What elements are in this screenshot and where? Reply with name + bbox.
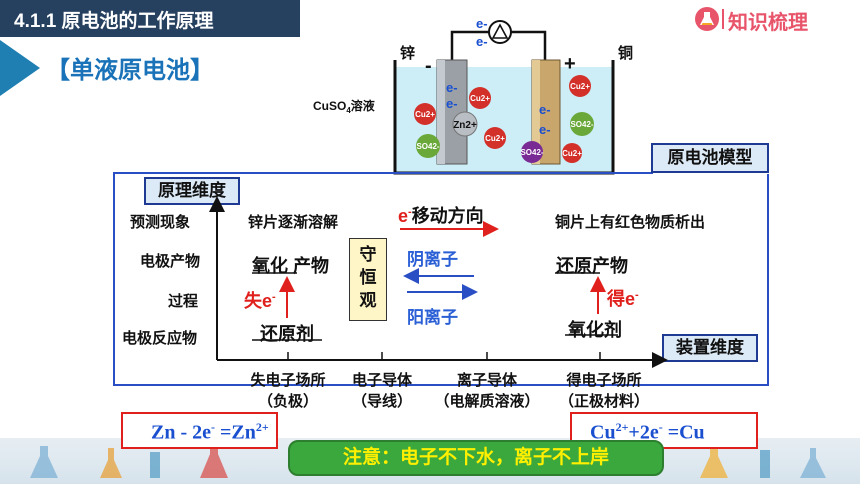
cation-label: 阳离子: [407, 308, 458, 327]
brand-label: 知识梳理: [728, 12, 808, 34]
svg-text:Cu2+: Cu2+: [415, 110, 435, 119]
cell-illustration: Cu2+ Cu2+ Cu2+ Cu2+ Cu2+ SO42- SO42- SO4…: [313, 16, 633, 175]
header-title: 4.1.1 原电池的工作原理: [14, 11, 214, 32]
plus-sign: +: [564, 53, 576, 75]
x-label-anode: 失电子场所 （负极）: [250, 372, 326, 410]
zinc-phenomenon: 锌片逐渐溶解: [248, 214, 339, 231]
lab-decoration-icon: [30, 444, 826, 478]
svg-text:e-: e-: [539, 122, 551, 137]
svg-text:SO42-: SO42-: [416, 142, 439, 151]
x-label-electrolyte: 离子导体 （电解质溶液）: [434, 372, 540, 410]
anode-equation: Zn - 2e- =Zn2+: [121, 412, 278, 449]
svg-text:e-: e-: [539, 102, 551, 117]
svg-text:e-: e-: [446, 96, 458, 111]
model-title: 原电池模型: [651, 143, 769, 173]
anion-label: 阴离子: [407, 250, 458, 269]
zinc-label: 锌: [400, 44, 415, 62]
principle-axis-label: 原理维度: [144, 177, 240, 205]
copper-phenomenon: 铜片上有红色物质析出: [555, 214, 706, 231]
svg-text:SO42-: SO42-: [520, 148, 543, 157]
conservation-box: 守 恒 观: [349, 238, 387, 321]
minus-sign: -: [425, 55, 432, 77]
model-box: [113, 174, 769, 386]
y-label-phenomenon: 预测现象: [130, 214, 191, 231]
svg-text:e-: e-: [476, 34, 488, 49]
y-label-process: 过程: [168, 293, 199, 310]
gain-electron-label: 得e-: [607, 289, 639, 309]
y-label-reactant: 电极反应物: [122, 330, 198, 347]
svg-text:e-: e-: [446, 80, 458, 95]
header-bar: 4.1.1 原电池的工作原理: [0, 0, 300, 37]
solution-label: CuSO4溶液: [313, 98, 375, 115]
brand-logo: 知识梳理: [694, 4, 844, 34]
svg-text:Cu2+: Cu2+: [562, 149, 582, 158]
x-label-wire: 电子导体 （导线）: [351, 372, 412, 410]
oxidation-product: 氧化 产物: [252, 256, 330, 276]
section-arrow-icon: [0, 40, 40, 96]
zn-ion-label: Zn2+: [453, 120, 477, 131]
notice-banner: 注意：电子不下水，离子不上岸: [288, 440, 664, 476]
svg-text:Cu2+: Cu2+: [470, 94, 490, 103]
y-label-product: 电极产物: [140, 253, 201, 270]
reductant-label: 还原剂: [260, 324, 314, 344]
device-axis-label: 装置维度: [662, 334, 758, 362]
reduction-product: 还原产物: [556, 256, 628, 276]
x-label-cathode: 得电子场所 （正极材料）: [558, 372, 649, 410]
cathode-equation: Cu2++2e- =Cu: [570, 412, 758, 449]
oxidant-label: 氧化剂: [568, 320, 622, 340]
lose-electron-label: 失e-: [244, 291, 276, 311]
svg-text:e-: e-: [476, 16, 488, 31]
svg-text:Cu2+: Cu2+: [570, 82, 590, 91]
electron-direction: e-移动方向: [398, 206, 484, 226]
copper-label: 铜: [618, 44, 633, 62]
flask-icon: [695, 7, 719, 31]
svg-text:Cu2+: Cu2+: [485, 134, 505, 143]
svg-text:SO42-: SO42-: [570, 120, 593, 129]
section-title: 【单液原电池】: [46, 57, 214, 84]
